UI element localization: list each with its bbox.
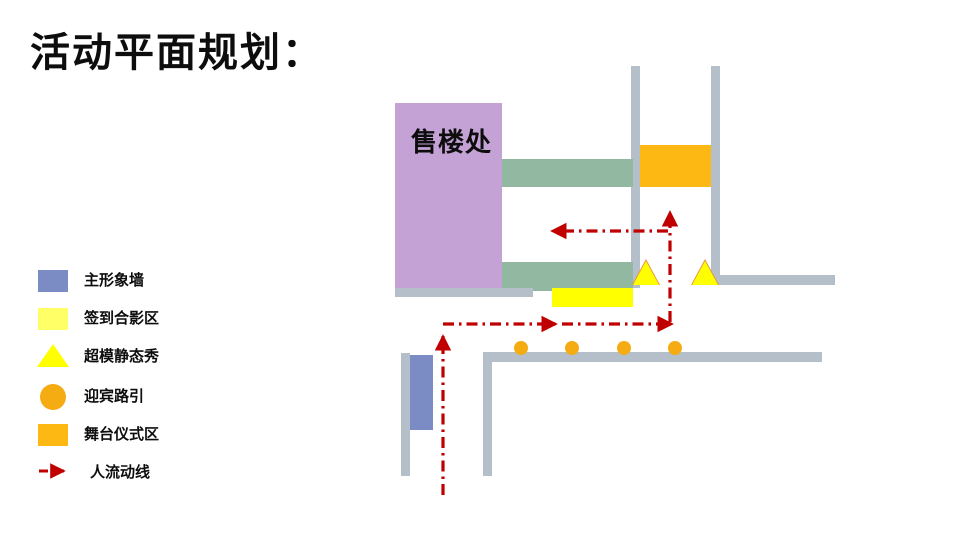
sales-office-label: 售楼处 (411, 128, 493, 157)
wall-vertical-bottom-left (401, 353, 410, 476)
wall-horizontal-right-mid (711, 275, 835, 285)
legend: 主形象墙 签到合影区 超模静态秀 迎宾路引 舞台仪式区 (37, 266, 258, 496)
dash-dot-arrow-icon (38, 463, 72, 479)
wall-vertical-right-top (711, 66, 720, 278)
square-swatch-icon (38, 270, 68, 292)
wall-horizontal-bottom (483, 352, 822, 362)
legend-label-feature-wall: 主形象墙 (84, 272, 145, 289)
legend-label-guide-path: 迎宾路引 (84, 388, 145, 405)
green-zone-lower (502, 262, 633, 291)
green-zone-upper (502, 159, 633, 187)
model-show-marker-2 (692, 261, 718, 285)
guide-dot-1 (514, 341, 528, 355)
legend-label-stage-area: 舞台仪式区 (84, 426, 160, 443)
legend-label-signin-area: 签到合影区 (84, 310, 160, 327)
model-show-marker-1 (633, 261, 659, 285)
signin-photo-area (552, 288, 633, 307)
legend-label-model-show: 超模静态秀 (84, 348, 160, 365)
circle-swatch-icon (40, 384, 66, 410)
square-swatch-icon (38, 424, 68, 446)
legend-item-stage-area: 舞台仪式区 (38, 420, 258, 458)
guide-dot-4 (668, 341, 682, 355)
legend-label-people-flow: 人流动线 (90, 464, 151, 481)
square-swatch-icon (38, 308, 68, 330)
stage-ceremony-area (640, 145, 711, 187)
guide-dot-3 (617, 341, 631, 355)
guide-dot-2 (565, 341, 579, 355)
legend-item-signin-area: 签到合影区 (38, 304, 258, 342)
legend-item-people-flow: 人流动线 (38, 458, 258, 496)
wall-horizontal-building-base (395, 288, 533, 297)
wall-vertical-bottom-mid (483, 352, 492, 476)
page-title: 活动平面规划： (30, 30, 324, 75)
legend-item-model-show: 超模静态秀 (37, 342, 258, 382)
triangle-swatch-icon (37, 344, 69, 367)
sales-office-building (395, 103, 502, 291)
wall-vertical-left-top (631, 66, 640, 288)
legend-item-guide-path: 迎宾路引 (38, 382, 258, 420)
legend-item-feature-wall: 主形象墙 (38, 266, 258, 304)
main-feature-wall (410, 355, 433, 430)
